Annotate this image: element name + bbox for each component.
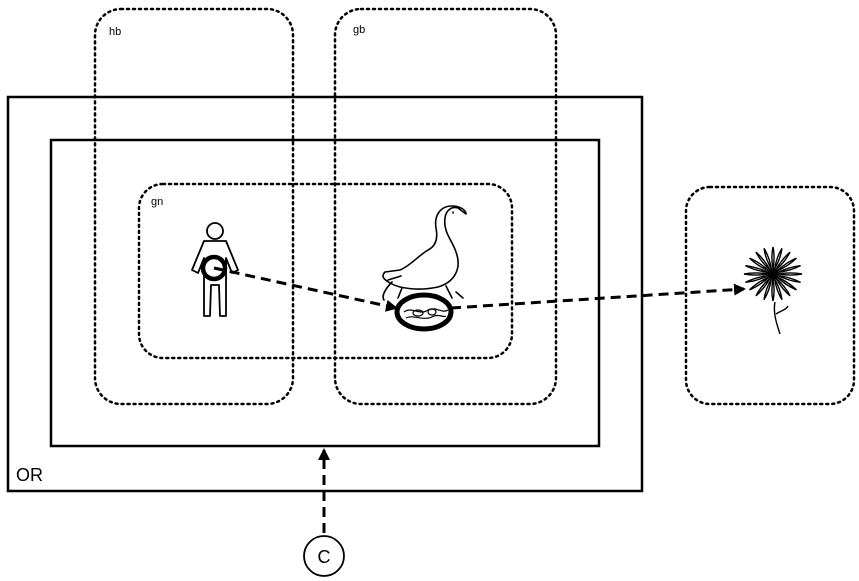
nest-icon [404, 309, 448, 318]
goose-icon [383, 206, 466, 300]
flower-region-box [686, 187, 854, 404]
gb-region-label: gb [353, 24, 365, 36]
flower-petal [744, 273, 768, 275]
flower-petal [772, 279, 774, 301]
arrow-person-to-goose [214, 268, 396, 308]
outer-region-box [8, 97, 642, 491]
hb-region-label: hb [109, 26, 121, 38]
c-node-label: C [318, 547, 331, 567]
arrow-goose-to-flower [451, 289, 744, 308]
flower-icon [744, 247, 802, 334]
flower-petal [778, 273, 802, 275]
gn-region-label: gn [151, 196, 163, 208]
hb-region-box [95, 9, 293, 404]
outer-region-label: OR [16, 465, 43, 485]
flower-petal [772, 247, 774, 269]
